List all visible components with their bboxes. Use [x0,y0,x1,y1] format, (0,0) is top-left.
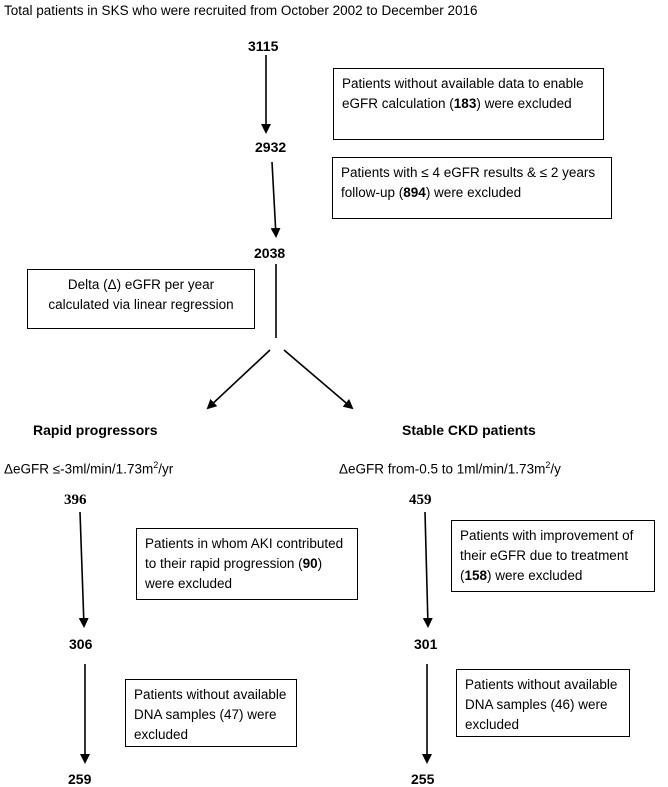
count-rapid-start: 396 [64,492,87,508]
count-rapid-mid: 306 [69,636,93,652]
exclusion-box-few-results: Patients with ≤ 4 eGFR results & ≤ 2 yea… [332,157,612,219]
arrow-459-301 [422,511,433,628]
exclusion-box-improvement: Patients with improvement of their eGFR … [451,520,655,592]
exclusion-box-dna-rapid: Patients without available DNA samples (… [125,679,297,747]
count-stable-end: 255 [411,771,435,787]
criterion-rapid: ΔeGFR ≤-3ml/min/1.73m2/yr [4,460,174,477]
count-stable-start: 459 [409,492,432,508]
arrow-2932-2038 [270,161,281,238]
count-after-first: 2932 [255,139,287,155]
count-stable-mid: 301 [414,636,438,652]
count-total: 3115 [248,38,279,54]
exclusion-box-no-egfr-data: Patients without available data to enabl… [333,68,604,140]
exclusion-box-aki: Patients in whom AKI contributed to thei… [136,528,358,600]
group-label-stable: Stable CKD patients [402,422,536,438]
group-label-rapid: Rapid progressors [33,422,158,438]
diagram-title: Total patients in SKS who were recruited… [4,3,478,18]
delta-egfr-box: Delta (Δ) eGFR per year calculated via l… [27,269,255,329]
exclusion-box-dna-stable: Patients without available DNA samples (… [456,669,630,737]
arrow-split-stable [283,349,354,410]
arrow-396-306 [78,511,89,628]
criterion-stable: ΔeGFR from-0.5 to 1ml/min/1.73m2/y [339,460,561,477]
count-rapid-end: 259 [68,771,92,787]
count-after-second: 2038 [254,245,286,261]
arrow-split-rapid [206,349,271,410]
